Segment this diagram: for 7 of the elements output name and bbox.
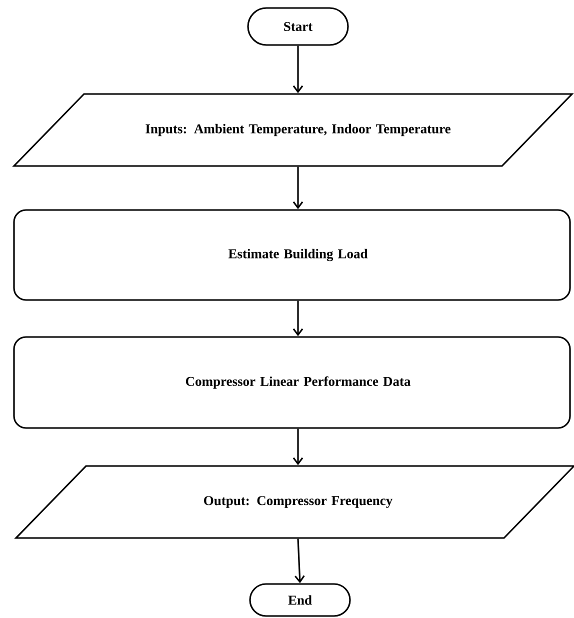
arrow: [292, 166, 304, 210]
arrow: [292, 300, 304, 336]
arrow: [294, 538, 305, 584]
process-box: Estimate Building Load: [13, 209, 571, 301]
arrow: [292, 428, 304, 466]
process-box: Compressor Linear Performance Data: [13, 336, 571, 429]
arrow: [292, 46, 304, 94]
